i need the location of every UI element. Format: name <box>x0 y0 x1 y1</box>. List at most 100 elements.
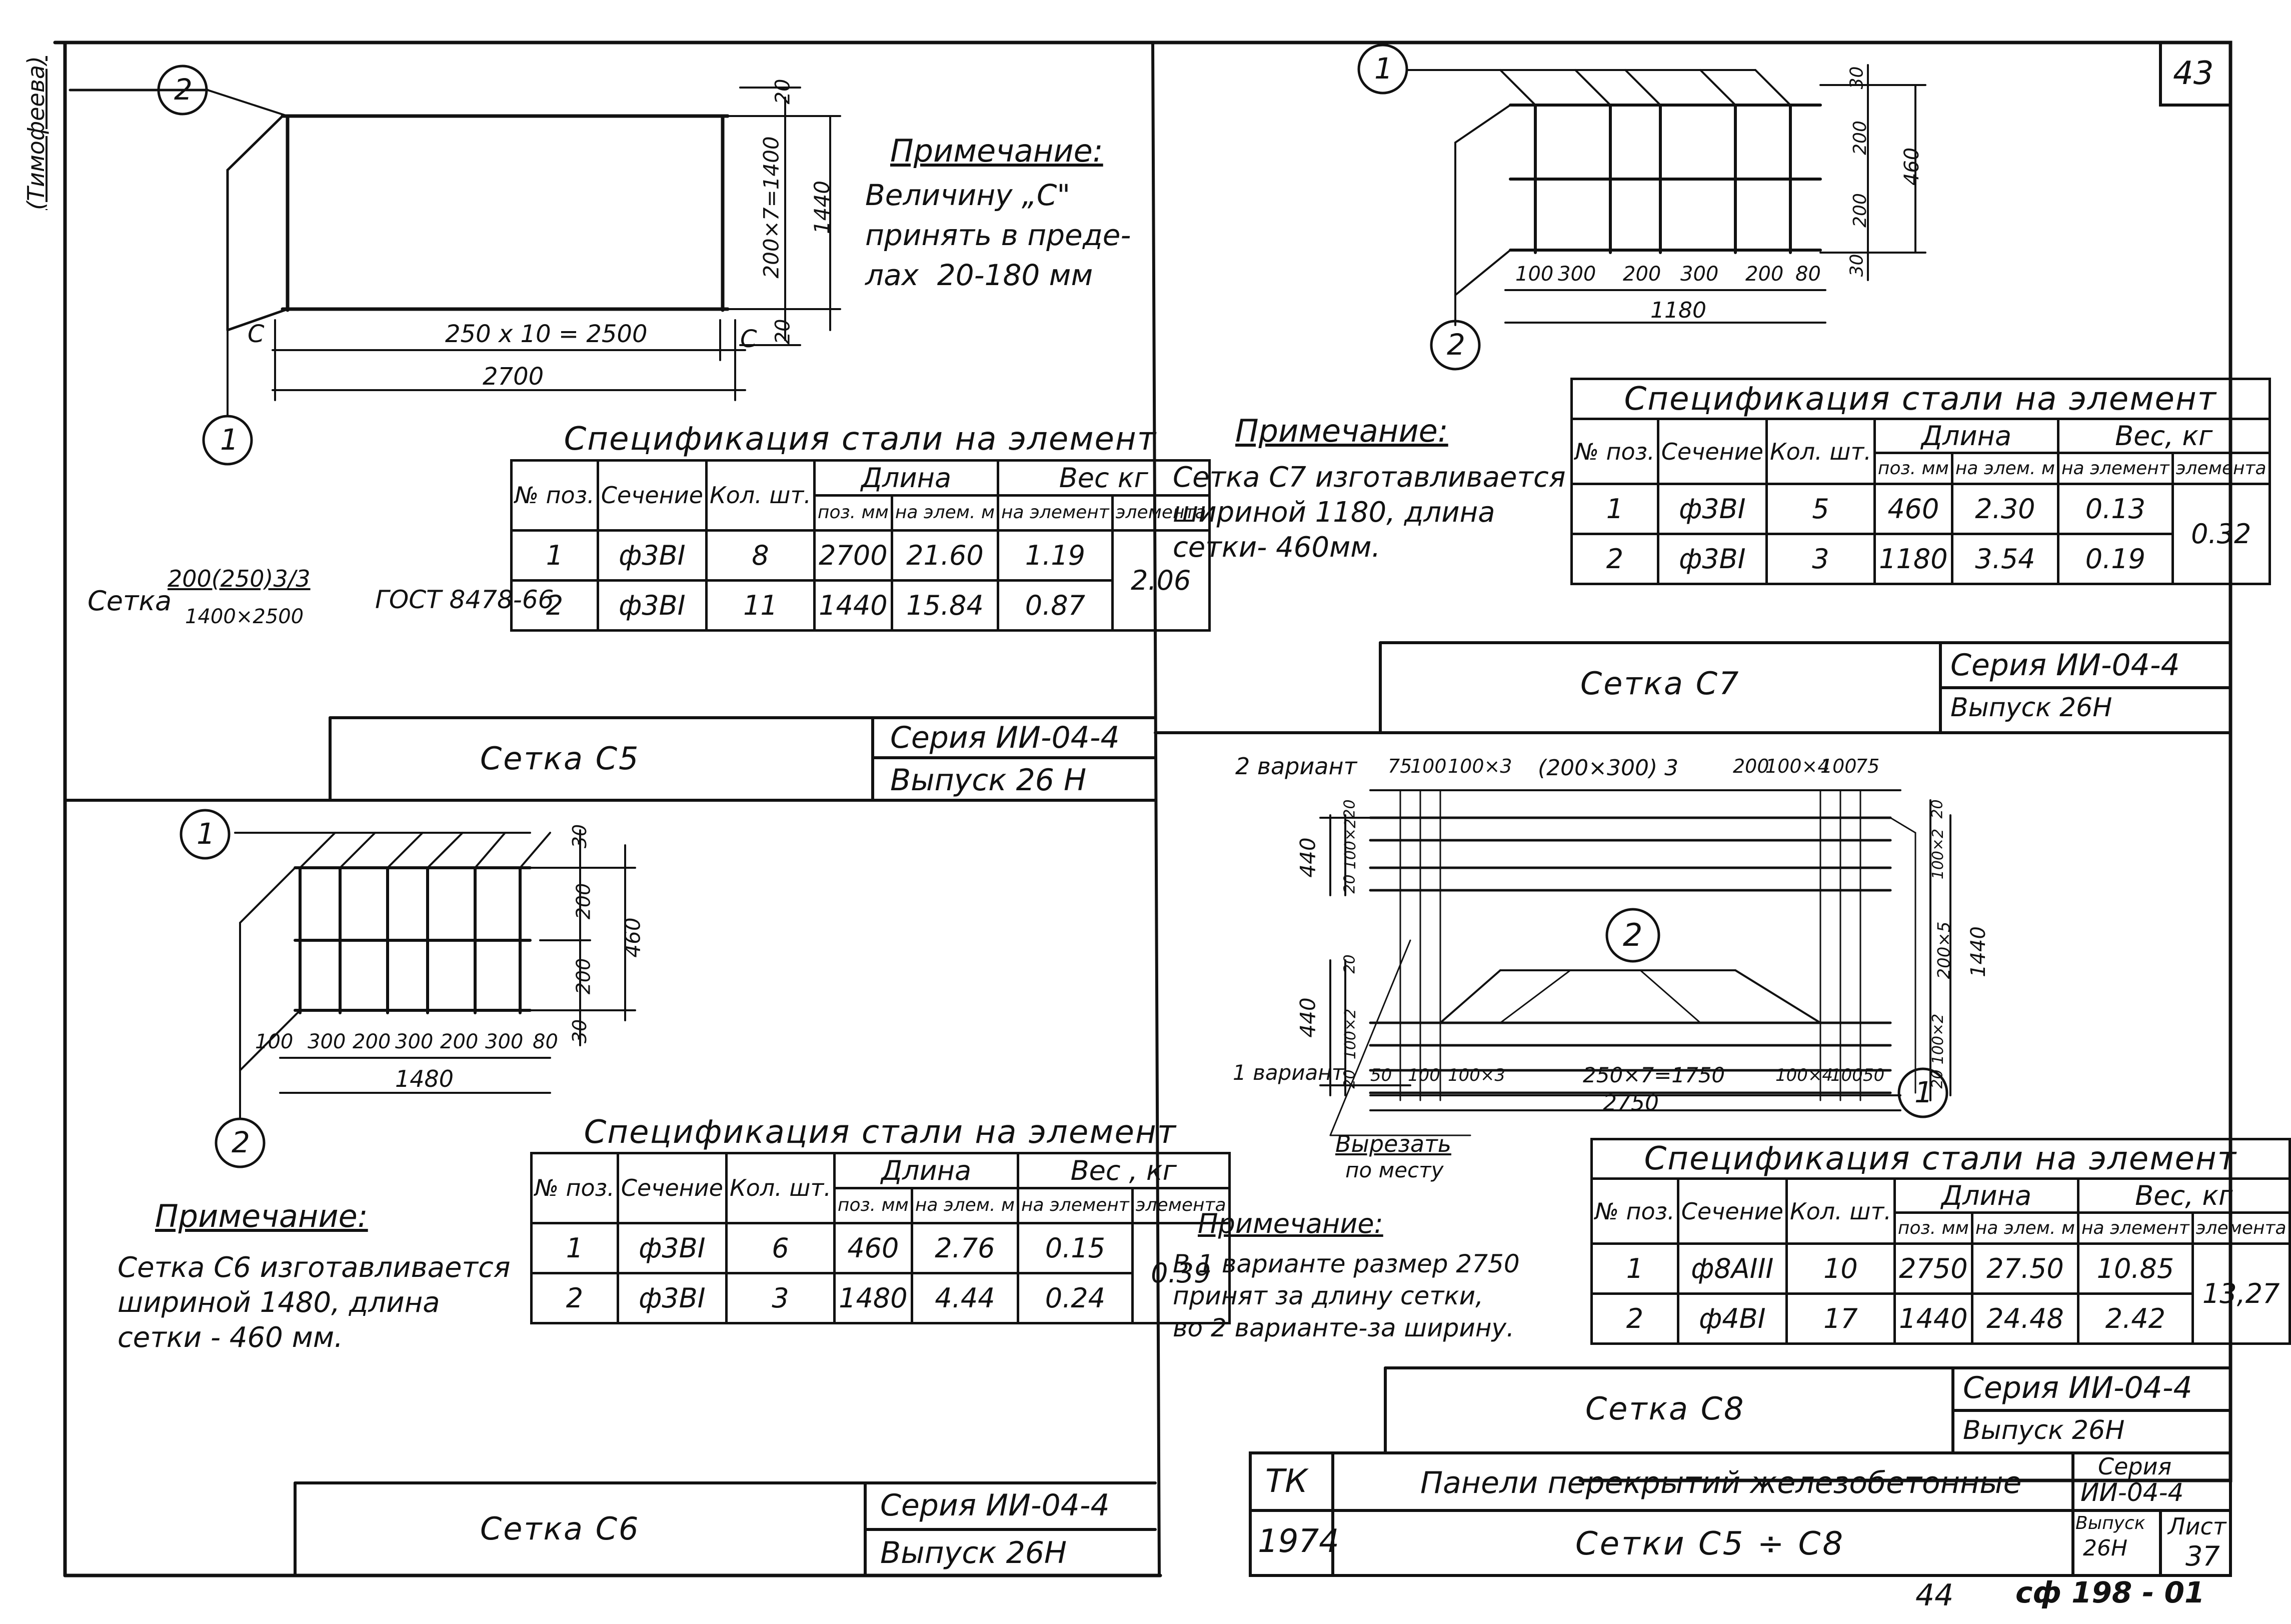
c6-spec-h-section: Сечение <box>616 1151 728 1224</box>
table-row: 2 ф3ВI 3 1480 4.44 0.24 <box>530 1271 1230 1324</box>
c8-spec-table: Спецификация стали на элемент № поз. Сеч… <box>1590 1138 2291 1345</box>
c6-dim-length-full: 1480 <box>395 1065 454 1092</box>
c8-spec-r2-section: ф4ВI <box>1676 1292 1788 1345</box>
c5-dim-length-inner: 250 x 10 = 2500 <box>445 320 648 348</box>
c7-spec-r1-w-elem: 0.13 <box>2057 483 2174 535</box>
c6-dimension-lines <box>279 829 636 1094</box>
table-row: 1 ф3ВI 5 460 2.30 0.13 0.32 <box>1570 483 2271 585</box>
c8-spec-h-len-pos: поз. мм <box>1893 1211 1973 1245</box>
c8-stamp-series: Серия ИИ-04-4 <box>1963 1370 2192 1405</box>
c5-spec-r1-section: ф3ВI <box>596 529 708 582</box>
c8-dim-t2: 100×3 <box>1448 755 1512 777</box>
c6-dim-mid1: 200 <box>572 883 595 920</box>
c8-dim-b2: 100×3 <box>1448 1065 1506 1085</box>
c8-dim-t7: 75 <box>1855 755 1880 777</box>
c8-spec-r1-len-elem: 27.50 <box>1970 1242 2080 1295</box>
c8-spec-r1-pos: 1 <box>1590 1242 1679 1295</box>
c6-spec-r1-len-pos: 460 <box>833 1221 913 1274</box>
c8-dim-t5: 100×4 <box>1765 755 1830 777</box>
title-block-series-label: Серия <box>2098 1453 2172 1480</box>
c6-spec-h-len-elem: на элем. м <box>910 1186 1020 1224</box>
c8-dim-ls4: 100×2 <box>1342 1008 1360 1060</box>
title-block-sheet-label: Лист <box>2168 1513 2226 1540</box>
c8-spec-r1-len-pos: 2750 <box>1893 1242 1973 1295</box>
c7-note-title: Примечание: <box>1235 413 1448 449</box>
c5-spec-r1-w-elem: 1.19 <box>997 529 1114 582</box>
c8-callout-1-label: 1 <box>1914 1075 1933 1109</box>
c6-dim-b1: 300 <box>308 1030 346 1053</box>
c7-spec-h-weight: Вес, кг <box>2057 418 2271 454</box>
c8-callout-1 <box>1897 1067 1948 1118</box>
c6-spec-h-len-pos: поз. мм <box>833 1186 913 1224</box>
c7-dim-bottom: 30 <box>1846 254 1867 277</box>
c8-spec-r2-pos: 2 <box>1590 1292 1679 1345</box>
c5-dim-c-left: C <box>248 320 265 348</box>
c8-spec-h-len-elem: на элем. м <box>1970 1211 2080 1245</box>
c6-spec-h-qty: Кол. шт. <box>725 1151 836 1224</box>
bottom-mark-right: сф 198 - 01 <box>2015 1575 2205 1609</box>
c5-callout-2 <box>157 65 208 116</box>
c8-spec-r1-qty: 10 <box>1785 1242 1896 1295</box>
c6-dim-b6: 80 <box>533 1030 558 1053</box>
c7-spec-r1-qty: 5 <box>1765 483 1876 535</box>
c8-dim-t6: 100 <box>1820 755 1857 777</box>
c7-dim-b1: 300 <box>1558 263 1596 286</box>
c7-spec-h-length: Длина <box>1873 418 2060 454</box>
c8-spec-total: 13,27 <box>2191 1242 2291 1345</box>
c8-dim-ls0: 20 <box>1341 799 1359 819</box>
c5-dim-top: 20 <box>771 79 795 105</box>
sheet-frame <box>53 41 2232 1482</box>
c7-spec-r2-pos: 2 <box>1570 533 1659 585</box>
page-number: 43 <box>2173 55 2214 92</box>
c5-stamp-lines <box>329 716 1157 802</box>
bottom-mark-left: 44 <box>1915 1578 1954 1613</box>
c8-stamp-issue: Выпуск 26Н <box>1963 1415 2125 1445</box>
c8-spec-h-w-total: элемента <box>2191 1211 2291 1245</box>
c8-dim-r1: 100×2 <box>1929 828 1947 880</box>
title-block-org: ТК <box>1265 1463 1308 1500</box>
c8-dim-b0: 50 <box>1370 1065 1392 1085</box>
c5-mesh-drawing <box>69 89 730 416</box>
c6-stamp-name: Сетка С6 <box>480 1510 640 1547</box>
table-row: 2 ф3ВI 11 1440 15.84 0.87 <box>510 579 1210 632</box>
c5-spec-h-len-pos: поз. мм <box>813 494 893 532</box>
c6-spec-title: Спецификация стали на элемент <box>531 1113 1230 1154</box>
c6-note-body: Сетка С6 изготавливается шириной 1480, д… <box>118 1251 511 1354</box>
c8-spec-h-section: Сечение <box>1676 1177 1788 1245</box>
c7-callout-1 <box>1357 44 1408 95</box>
c7-spec-total: 0.32 <box>2171 483 2271 585</box>
c7-spec-h-qty: Кол. шт. <box>1765 418 1876 485</box>
c7-callout-1-label: 1 <box>1374 52 1393 86</box>
c8-dim-ls2: 20 <box>1341 874 1359 894</box>
c8-dimension-lines <box>1319 789 1951 1136</box>
c5-stamp-name: Сетка С5 <box>480 740 640 777</box>
c8-dim-t1: 100 <box>1410 755 1447 777</box>
c5-dim-mid: 200×7=1400 <box>759 136 784 279</box>
c8-dim-b5: 100 <box>1830 1065 1863 1085</box>
c5-spec-h-w-total: элемента <box>1111 494 1211 532</box>
c6-dim-b5: 300 <box>485 1030 524 1053</box>
c8-dim-left-440-a: 440 <box>1295 837 1320 878</box>
side-note: (Тимофеева) <box>23 56 50 210</box>
c7-spec-r2-len-pos: 1180 <box>1873 533 1953 585</box>
c6-callout-1 <box>180 809 231 860</box>
c7-spec-h-len-pos: поз. мм <box>1873 452 1953 485</box>
title-block-issue-label: Выпуск <box>2075 1513 2145 1533</box>
table-row: 1 ф3ВI 8 2700 21.60 1.19 2.06 <box>510 529 1211 632</box>
c6-dim-bottom: 30 <box>569 1019 591 1044</box>
c8-spec-r1-w-elem: 10.85 <box>2077 1242 2194 1295</box>
c7-dim-b0: 100 <box>1515 263 1554 286</box>
c8-dim-t3: (200×300) 3 <box>1538 755 1679 781</box>
divider-vertical <box>1151 41 1161 1577</box>
c5-dim-length-full: 2700 <box>483 363 544 391</box>
c7-callout-2 <box>1430 320 1481 371</box>
c5-spec-title: Спецификация стали на элемент <box>511 419 1210 462</box>
c6-spec-h-weight: Вес , кг <box>1017 1151 1231 1189</box>
c6-spec-r2-section: ф3ВI <box>616 1271 728 1324</box>
c7-mesh-drawing <box>1407 69 1822 326</box>
c5-formula-prefix: Сетка <box>88 585 172 617</box>
c6-spec-r1-qty: 6 <box>725 1221 836 1274</box>
c8-dim-left-440-b: 440 <box>1295 997 1320 1038</box>
c7-spec-r1-section: ф3ВI <box>1656 483 1768 535</box>
